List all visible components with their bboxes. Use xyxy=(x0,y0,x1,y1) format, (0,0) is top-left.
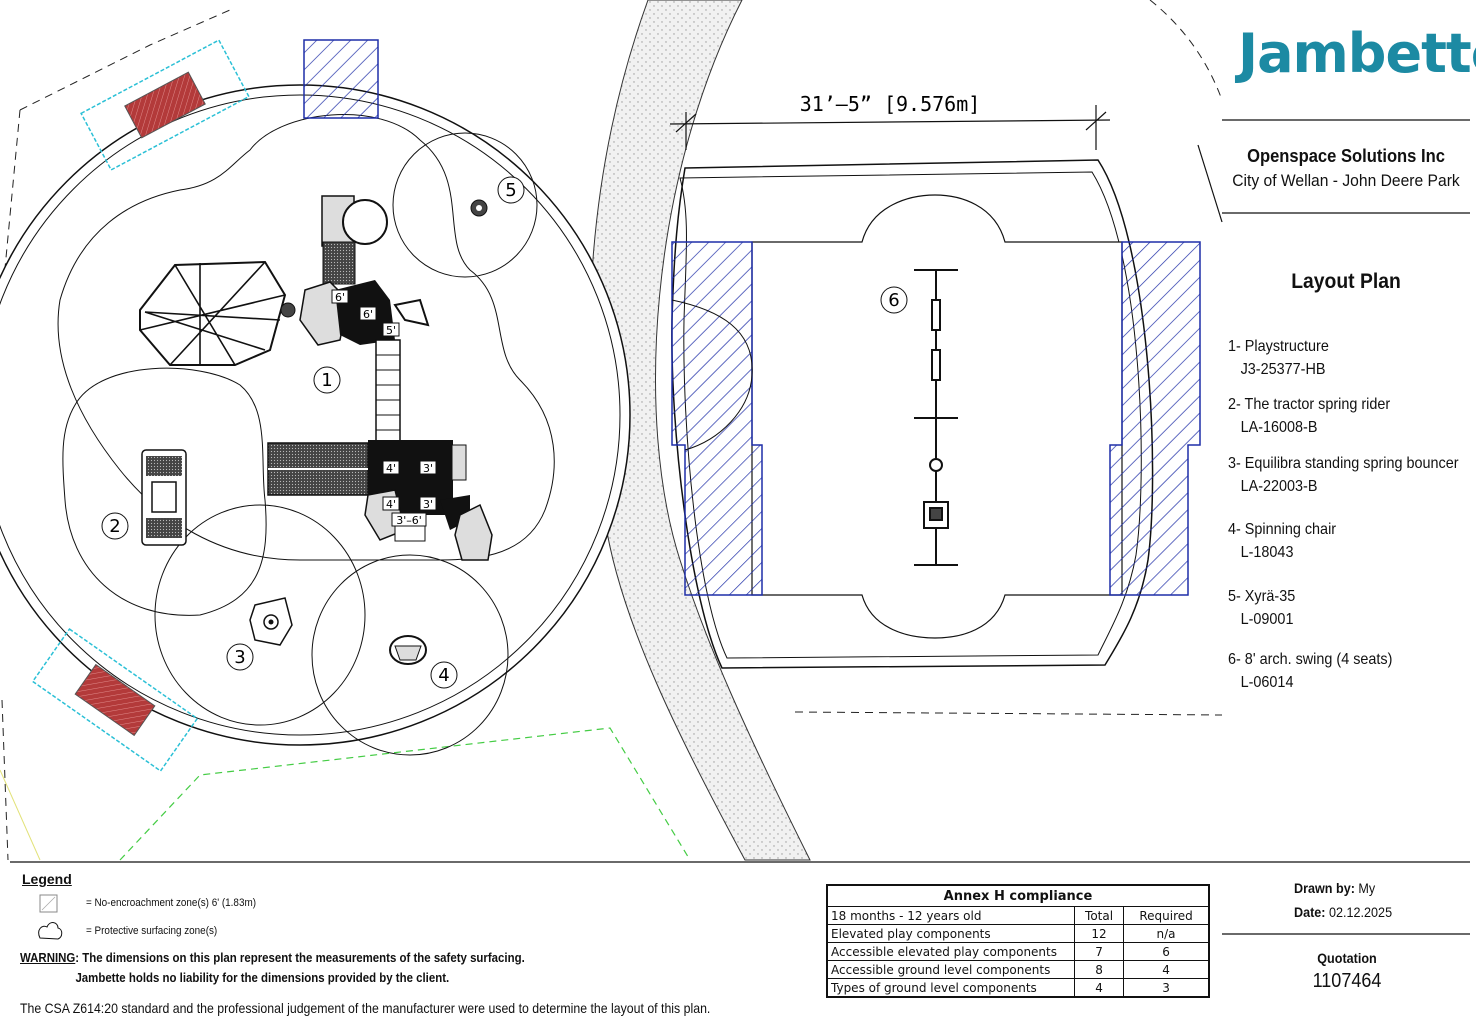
tractor-spring-rider xyxy=(141,449,187,546)
annex-cell: 8 xyxy=(1073,960,1125,979)
layout-plan-title: Layout Plan xyxy=(1291,270,1401,293)
warning-line-2: Jambette holds no liability for the dime… xyxy=(75,970,450,985)
item-marker: 3 xyxy=(226,643,254,671)
deck-labels: 6' 6' 5' 4' 3' 4' 3' 3'–6' xyxy=(331,289,437,527)
client-name: Openspace Solutions Inc xyxy=(1247,146,1445,166)
item-marker: 2 xyxy=(101,512,129,540)
annex-h-table: Annex H compliance 18 months - 12 years … xyxy=(826,884,1210,998)
warning-note: WARNING: The dimensions on this plan rep… xyxy=(20,948,525,988)
legend-title: Legend xyxy=(22,871,72,887)
annex-cell: Elevated play components xyxy=(826,924,1075,943)
dimension-line xyxy=(669,105,1111,150)
spinning-chair xyxy=(389,635,427,665)
no-encroachment-legend-swatch xyxy=(39,894,58,913)
deck-label: 4' xyxy=(382,496,400,511)
standard-note: The CSA Z614:20 standard and the profess… xyxy=(20,1000,711,1016)
legend-protective: = Protective surfacing zone(s) xyxy=(86,925,218,937)
arch-swing xyxy=(914,269,958,566)
annex-cell: 12 xyxy=(1073,924,1125,943)
drawn-by-value: My xyxy=(1358,880,1376,896)
item-marker: 5 xyxy=(497,176,525,204)
deck-label: 3' xyxy=(419,460,437,475)
jambette-logo: Jambette xyxy=(1238,22,1476,85)
no-encroachment-zone xyxy=(303,39,379,119)
item-marker: 1 xyxy=(313,366,341,394)
warning-line-1: : The dimensions on this plan represent … xyxy=(75,950,525,965)
table-row: Types of ground level components 4 3 xyxy=(826,978,1210,998)
yellow-line xyxy=(0,769,41,861)
svg-text:3': 3' xyxy=(423,498,433,511)
deck-label: 5' xyxy=(382,322,400,337)
item-marker: 4 xyxy=(430,661,458,689)
warning-label: WARNING xyxy=(20,950,76,965)
date-label: Date: xyxy=(1294,904,1326,920)
equipment-item: 6- 8' arch. swing (4 seats)L-06014 xyxy=(1228,651,1393,691)
annex-cell: 3 xyxy=(1123,978,1210,998)
deck-label: 6' xyxy=(359,306,377,321)
green-boundary xyxy=(119,727,691,861)
annex-cell: n/a xyxy=(1123,924,1210,943)
title-block-lines xyxy=(10,119,1470,935)
item-marker: 6 xyxy=(880,286,908,314)
annex-cell: 4 xyxy=(1123,960,1210,979)
svg-text:5: 5 xyxy=(505,180,516,201)
annex-cell: 6 xyxy=(1123,942,1210,961)
annex-cell: 4 xyxy=(1073,978,1125,998)
svg-text:4': 4' xyxy=(386,462,396,475)
annex-cell: Accessible ground level components xyxy=(826,960,1075,979)
annex-cell: 7 xyxy=(1073,942,1125,961)
svg-text:6': 6' xyxy=(335,291,345,304)
svg-text:1: 1 xyxy=(321,370,332,391)
svg-text:2: 2 xyxy=(109,516,120,537)
date-value: 02.12.2025 xyxy=(1329,904,1393,920)
deck-label: 3'–6' xyxy=(391,512,427,527)
svg-text:5': 5' xyxy=(386,324,396,337)
svg-text:3: 3 xyxy=(234,647,245,668)
deck-label: 6' xyxy=(331,289,349,304)
legend-no-encroachment: = No-encroachment zone(s) 6' (1.83m) xyxy=(86,897,256,909)
annex-cell: Types of ground level components xyxy=(826,978,1075,998)
item-markers: 1 2 3 4 5 6 xyxy=(101,176,908,689)
play-area-left xyxy=(0,84,631,756)
quotation-number: 1107464 xyxy=(1312,970,1382,992)
annex-cell: Accessible elevated play components xyxy=(826,942,1075,961)
client-site: City of Wellan - John Deere Park xyxy=(1232,171,1460,190)
client-block: Openspace Solutions Inc City of Wellan -… xyxy=(1222,146,1470,191)
table-row: 18 months - 12 years old Total Required xyxy=(826,906,1210,925)
table-row: Accessible elevated play components 7 6 xyxy=(826,942,1210,961)
svg-text:6': 6' xyxy=(363,308,373,321)
annex-title: Annex H compliance xyxy=(826,884,1210,907)
deck-label: 3' xyxy=(419,496,437,511)
quotation-label: Quotation xyxy=(1317,950,1377,966)
quotation-block: Quotation 1107464 xyxy=(1222,950,1472,993)
table-row: Accessible ground level components 8 4 xyxy=(826,960,1210,979)
svg-text:4: 4 xyxy=(438,665,449,686)
drawn-by-label: Drawn by: xyxy=(1294,880,1355,896)
xyra-35 xyxy=(470,199,488,217)
svg-text:6: 6 xyxy=(888,290,899,311)
dimension-label: 31’–5” [9.576m] xyxy=(800,92,981,116)
annex-header-total: Total xyxy=(1073,906,1125,925)
svg-text:3'–6': 3'–6' xyxy=(396,514,422,527)
table-row: Elevated play components 12 n/a xyxy=(826,924,1210,943)
svg-text:4': 4' xyxy=(386,498,396,511)
deck-label: 4' xyxy=(382,460,400,475)
annex-header-age: 18 months - 12 years old xyxy=(826,906,1075,925)
spring-bouncer xyxy=(249,597,293,646)
svg-text:3': 3' xyxy=(423,462,433,475)
annex-header-required: Required xyxy=(1123,906,1210,925)
protective-surface-legend-icon xyxy=(38,922,63,940)
drawn-block: Drawn by: My Date: 02.12.2025 xyxy=(1294,876,1392,924)
